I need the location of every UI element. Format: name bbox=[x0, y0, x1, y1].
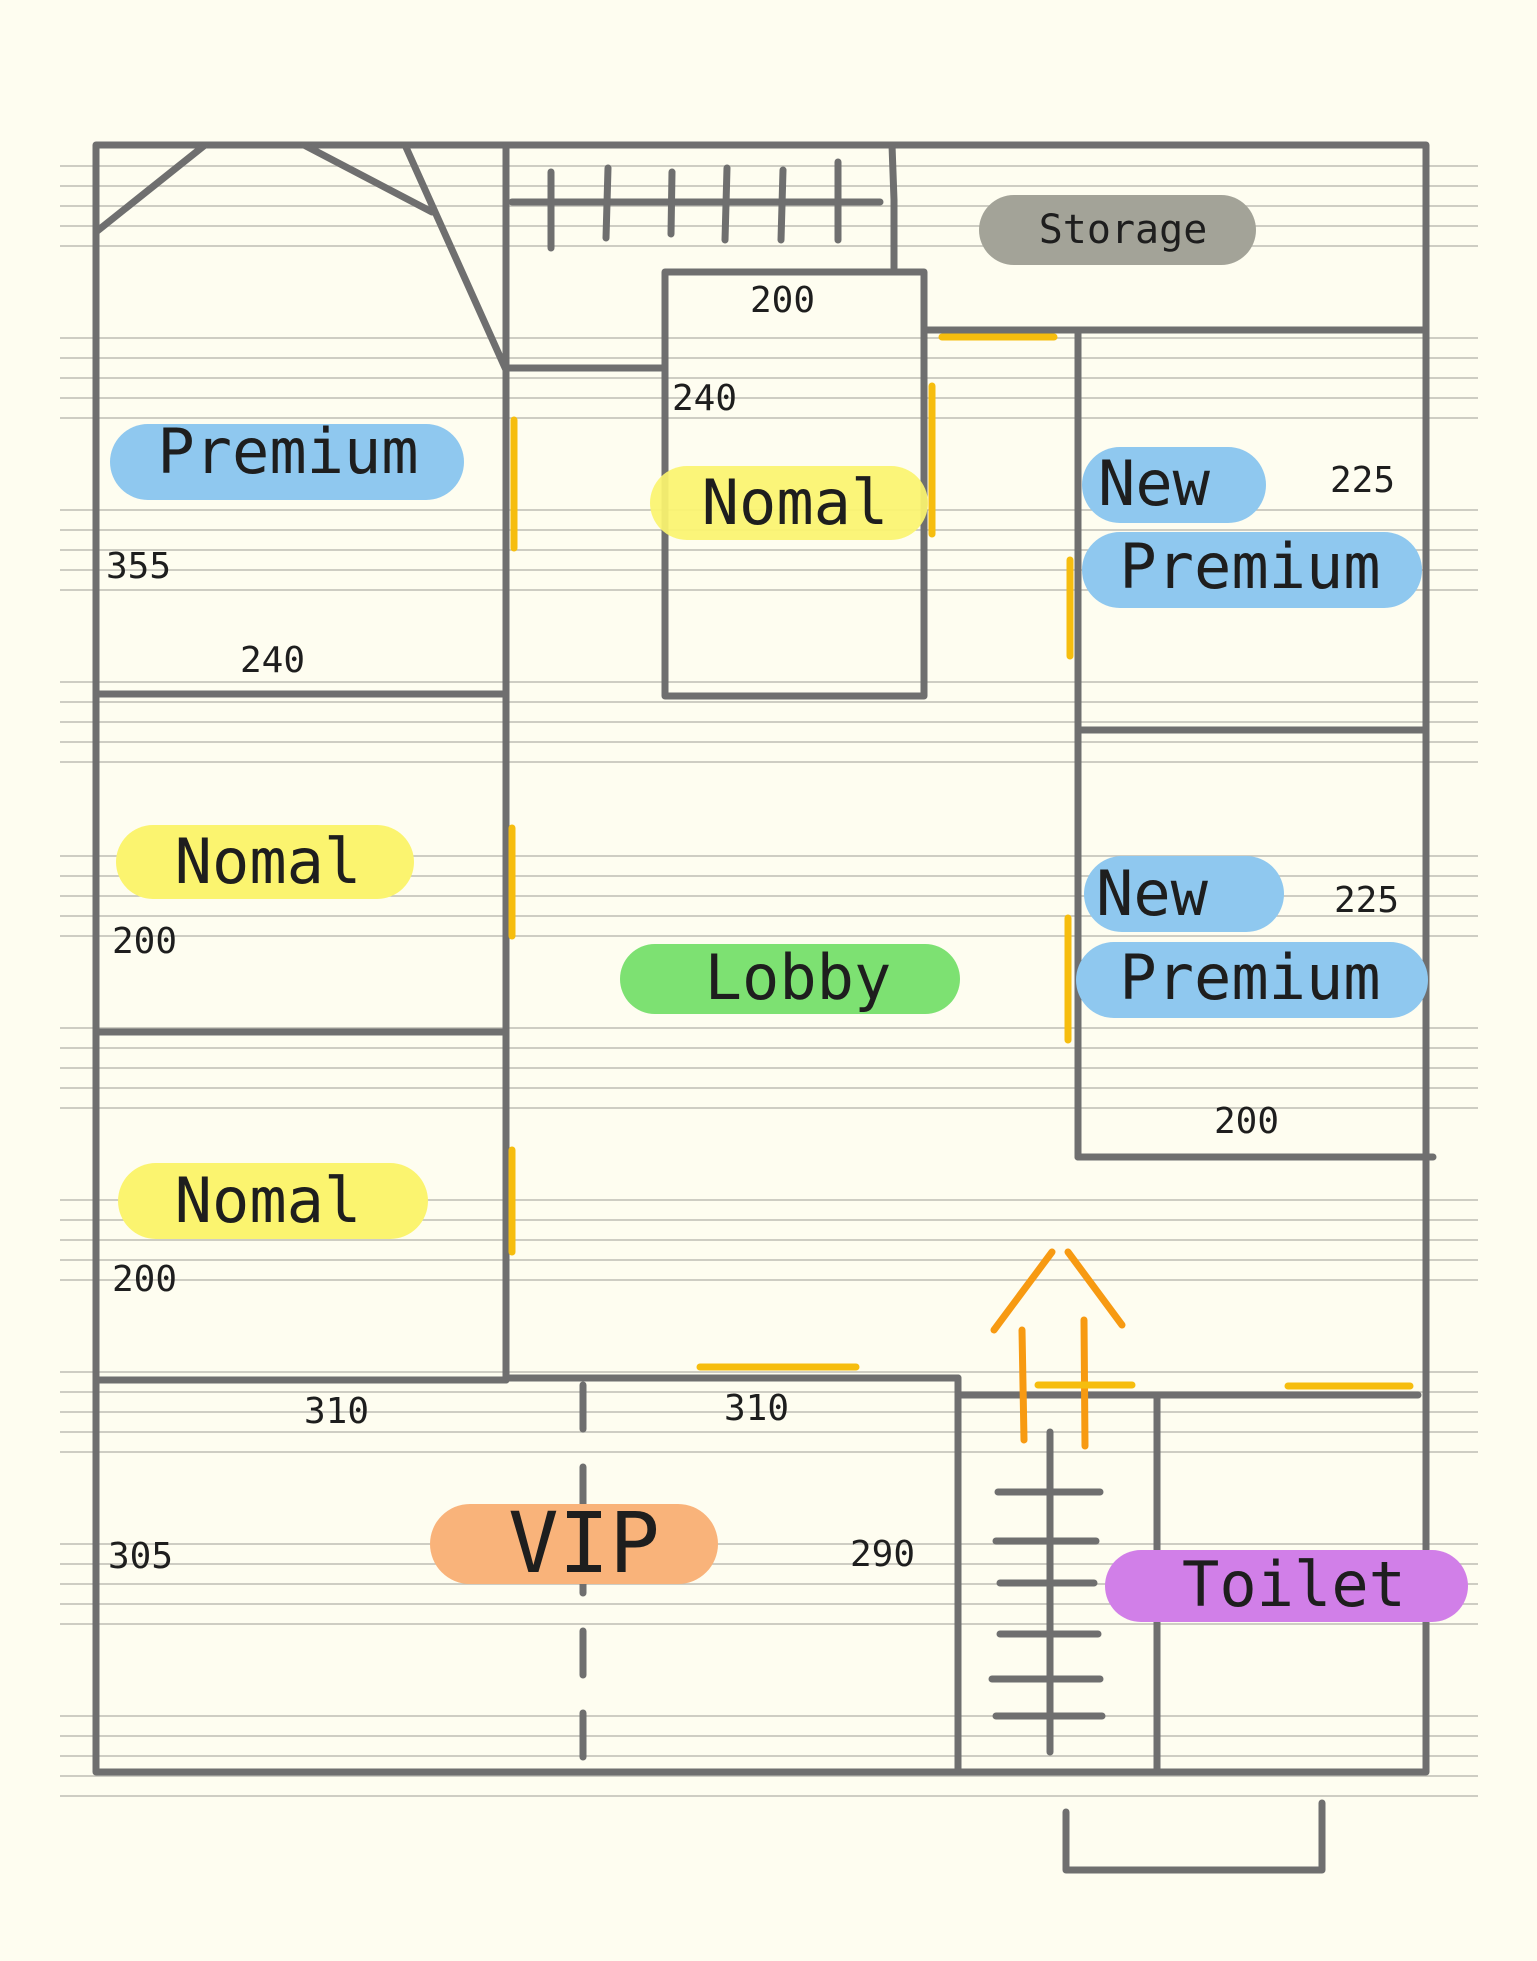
room-normal-top: 200 240 Nomal bbox=[650, 280, 928, 540]
room-new-premium-bottom: New 225 Premium 200 bbox=[1076, 856, 1428, 1142]
vip-pill bbox=[430, 1504, 718, 1584]
normal-top-width: 200 bbox=[750, 280, 815, 321]
toilet-pill bbox=[1105, 1550, 1468, 1622]
normal-left-1-depth: 200 bbox=[112, 921, 177, 962]
normal-left-1-label: Nomal bbox=[175, 825, 362, 898]
corner-diagonal-wall bbox=[300, 141, 436, 216]
room-new-premium-top: New 225 Premium bbox=[1082, 447, 1422, 608]
lobby-label: Lobby bbox=[705, 941, 892, 1014]
new-premium-top-label-new: New bbox=[1098, 447, 1211, 520]
new-premium-top-label-premium: Premium bbox=[1119, 530, 1380, 603]
storage-pill bbox=[979, 195, 1256, 265]
vip-width-left: 310 bbox=[304, 1391, 369, 1432]
room-toilet: Toilet bbox=[1105, 1548, 1468, 1622]
doors bbox=[508, 333, 1414, 1390]
toilet-label: Toilet bbox=[1182, 1548, 1406, 1621]
wall-stair-right bbox=[888, 141, 898, 272]
normal-left-2-depth: 200 bbox=[112, 1259, 177, 1300]
normal-pill bbox=[650, 466, 928, 540]
new-premium-bottom-depth: 225 bbox=[1334, 880, 1399, 921]
normal-top-depth: 240 bbox=[672, 378, 737, 419]
new-premium-top-depth: 225 bbox=[1330, 460, 1395, 501]
new-premium-bottom-label-premium: Premium bbox=[1119, 941, 1380, 1014]
new-premium-bottom-label-new: New bbox=[1096, 857, 1209, 930]
vip-width-right: 310 bbox=[724, 1388, 789, 1429]
stairs-icon bbox=[508, 158, 884, 252]
stairs-icon bbox=[988, 1428, 1106, 1756]
lobby-pill bbox=[620, 944, 960, 1014]
outer-wall bbox=[92, 141, 1430, 1776]
normal-top-label: Nomal bbox=[702, 466, 889, 539]
corner-diagonal-wall bbox=[92, 141, 209, 236]
new-premium-bottom-width: 200 bbox=[1214, 1101, 1279, 1142]
room-normal-left-1: Nomal 200 bbox=[112, 825, 414, 962]
vip-depth-left: 305 bbox=[108, 1536, 173, 1577]
room-premium-left: Premium 355 240 bbox=[106, 415, 464, 681]
premium-left-label: Premium bbox=[157, 415, 418, 488]
normal-pill bbox=[116, 825, 414, 899]
corner-diagonal-wall bbox=[401, 141, 510, 374]
arrow-up-icon bbox=[990, 1248, 1126, 1450]
premium-left-depth: 355 bbox=[106, 546, 171, 587]
room-storage: Storage bbox=[979, 195, 1256, 265]
vip-label: VIP bbox=[508, 1494, 660, 1592]
room-normal-left-2: Nomal 200 bbox=[112, 1163, 428, 1300]
normal-pill bbox=[118, 1163, 428, 1239]
premium-pill bbox=[1076, 942, 1428, 1018]
new-pill bbox=[1082, 447, 1266, 523]
new-pill bbox=[1084, 856, 1284, 932]
room-lobby: Lobby bbox=[620, 941, 960, 1014]
storage-label: Storage bbox=[1039, 207, 1208, 253]
premium-pill bbox=[1082, 532, 1422, 608]
room-vip: 310 310 305 290 VIP bbox=[108, 1388, 915, 1592]
entrance-icon bbox=[1062, 1799, 1326, 1874]
premium-pill bbox=[110, 424, 464, 500]
vip-depth-right: 290 bbox=[850, 1534, 915, 1575]
premium-left-width: 240 bbox=[240, 640, 305, 681]
normal-left-2-label: Nomal bbox=[175, 1164, 362, 1237]
